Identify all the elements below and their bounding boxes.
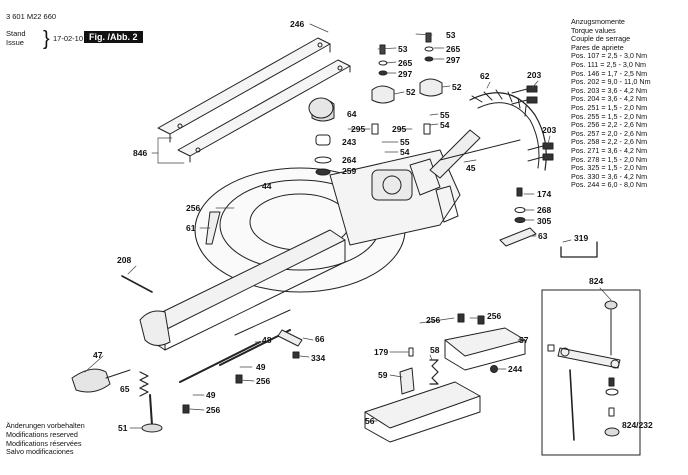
- part-label: 268: [537, 205, 552, 215]
- part-label: 52: [452, 82, 462, 92]
- torque-row: Pos. 258 = 2,2 - 2,6 Nm: [571, 137, 648, 147]
- part-label: 57: [519, 335, 529, 345]
- torque-title-1: Torque values: [571, 25, 616, 35]
- part-label: 203: [527, 70, 542, 80]
- part-label: 51: [118, 423, 128, 433]
- part-label: 58: [430, 345, 440, 355]
- part-label: 295: [392, 124, 407, 134]
- lower-parts: [364, 313, 526, 443]
- part-label: 64: [347, 109, 357, 119]
- torque-row: Pos. 257 = 2,0 - 2,6 Nm: [571, 128, 648, 138]
- part-label: 44: [262, 181, 272, 191]
- part-label: 264: [342, 155, 357, 165]
- right-hardware: [499, 187, 598, 258]
- torque-row: Pos. 107 = 2,5 - 3,0 Nm: [571, 51, 648, 61]
- knob-64: [308, 97, 334, 119]
- part-label: 63: [538, 231, 548, 241]
- torque-row: Pos. 244 = 6,0 - 8,0 Nm: [571, 180, 648, 190]
- issue-date: 17-02-10: [53, 34, 84, 43]
- part-label: 246: [290, 19, 305, 29]
- bevel-scale: [429, 89, 547, 179]
- torque-table: Anzugsmomente Torque values Couple de se…: [571, 17, 651, 190]
- part-label: 319: [574, 233, 589, 243]
- part-label: 53: [398, 44, 408, 54]
- part-label: 54: [440, 120, 450, 130]
- leader-lines: [84, 23, 612, 429]
- part-label: 55: [440, 110, 450, 120]
- part-label: 824/232: [622, 420, 653, 430]
- note-line: Änderungen vorbehalten: [6, 421, 85, 430]
- left-hardware: [71, 211, 303, 433]
- part-label: 244: [508, 364, 523, 374]
- inset-824: [541, 289, 641, 456]
- torque-row: Pos. 330 = 3,6 - 4,2 Nm: [571, 171, 648, 181]
- torque-row: Pos. 146 = 1,7 - 2,5 Nm: [571, 68, 648, 78]
- part-label: 49: [256, 362, 266, 372]
- part-label: 297: [446, 55, 461, 65]
- part-label: 66: [315, 334, 325, 344]
- part-label: 334: [311, 353, 326, 363]
- part-label: 65: [120, 384, 130, 394]
- torque-row: Pos. 202 = 9,0 - 11,0 Nm: [571, 77, 651, 87]
- part-label: 179: [374, 347, 389, 357]
- part-label: 265: [446, 44, 461, 54]
- part-label: 59: [378, 370, 388, 380]
- part-label: 824: [589, 276, 604, 286]
- torque-row: Pos. 256 = 2,2 - 2,6 Nm: [571, 120, 648, 130]
- issue-label: Issue: [6, 38, 24, 47]
- torque-row: Pos. 278 = 1,5 - 2,0 Nm: [571, 154, 648, 164]
- part-label: 259: [342, 166, 357, 176]
- note-line: Modifications réservées: [6, 438, 82, 448]
- note-line: Modifications reserved: [6, 429, 78, 439]
- figure-tag: Fig. /Abb. 2: [84, 31, 143, 43]
- part-label: 61: [186, 223, 196, 233]
- part-label: 305: [537, 216, 552, 226]
- torque-row: Pos. 203 = 3,6 - 4,2 Nm: [571, 85, 648, 95]
- stand-label: Stand: [6, 29, 26, 38]
- saw-base: [139, 149, 461, 351]
- part-label: 256: [206, 405, 221, 415]
- torque-row: Pos. 204 = 3,6 - 4,2 Nm: [571, 94, 648, 104]
- part-label: 256: [426, 315, 441, 325]
- torque-row: Pos. 111 = 2,5 - 3,0 Nm: [571, 59, 647, 69]
- part-number: 3 601 M22 660: [6, 12, 57, 21]
- bolts-203: [511, 85, 554, 162]
- part-label: 53: [446, 30, 456, 40]
- fence-rails: [157, 37, 351, 163]
- note-line: Salvo modificaciones: [6, 447, 74, 457]
- part-label: 256: [186, 203, 201, 213]
- torque-title-2: Couple de serrage: [571, 34, 631, 44]
- torque-row: Pos. 251 = 1,5 - 2,0 Nm: [571, 102, 648, 112]
- part-label: 256: [256, 376, 271, 386]
- part-label: 265: [398, 58, 413, 68]
- part-label: 256: [487, 311, 502, 321]
- part-label: 295: [351, 124, 366, 134]
- part-label: 174: [537, 189, 552, 199]
- part-label: 56: [365, 416, 375, 426]
- brace-glyph: }: [43, 28, 50, 50]
- part-label: 49: [206, 390, 216, 400]
- torque-row: Pos. 325 = 1,5 - 2,0 Nm: [571, 163, 648, 173]
- torque-row: Pos. 271 = 3,6 - 4,2 Nm: [571, 145, 648, 155]
- part-label: 62: [480, 71, 490, 81]
- torque-row: Pos. 255 = 1,5 - 2,0 Nm: [571, 111, 648, 121]
- part-label: 297: [398, 69, 413, 79]
- part-label: 47: [93, 350, 103, 360]
- part-label: 52: [406, 87, 416, 97]
- part-label: 846: [133, 148, 148, 158]
- part-label: 54: [400, 147, 410, 157]
- notes-block: Änderungen vorbehalten Modifications res…: [6, 421, 85, 457]
- part-label: 45: [466, 163, 476, 173]
- torque-title-3: Pares de apriete: [571, 42, 624, 52]
- part-label: 208: [117, 255, 132, 265]
- part-label: 203: [542, 125, 557, 135]
- part-label: 55: [400, 137, 410, 147]
- torque-title-0: Anzugsmomente: [571, 17, 625, 26]
- part-label: 48: [262, 335, 272, 345]
- part-label: 243: [342, 137, 357, 147]
